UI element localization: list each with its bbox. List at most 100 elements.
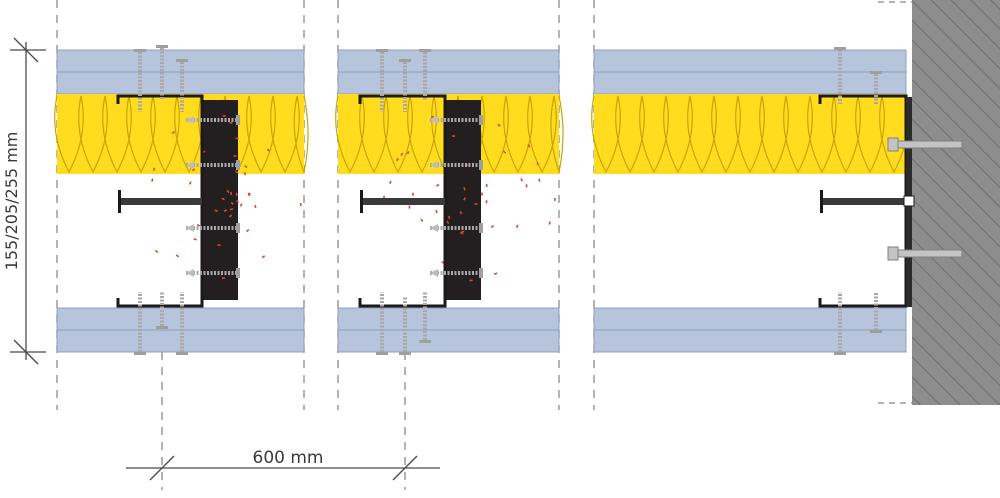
screw <box>134 292 146 355</box>
fleck <box>226 189 230 194</box>
fleck <box>459 231 464 235</box>
fleck <box>235 192 238 196</box>
fleck <box>436 183 440 187</box>
fleck <box>459 211 463 215</box>
fleck <box>481 192 483 196</box>
fleck <box>152 167 156 171</box>
cross-studs <box>118 97 915 307</box>
fleck <box>214 209 218 212</box>
screw <box>419 49 431 100</box>
fleck <box>223 209 228 212</box>
screw <box>186 115 240 125</box>
fleck <box>235 137 239 140</box>
screw <box>430 268 483 278</box>
fleck <box>502 150 507 154</box>
screw <box>870 71 882 104</box>
screw <box>430 115 483 125</box>
fleck <box>230 201 234 205</box>
fleck <box>229 121 233 124</box>
fleck <box>435 209 438 214</box>
drywall-screws <box>134 45 882 355</box>
fleck <box>548 221 551 225</box>
fleck <box>515 224 519 229</box>
thickness-label: 155/205/255 mm <box>2 132 21 271</box>
fleck <box>222 115 226 117</box>
fleck <box>412 192 415 196</box>
fleck <box>538 178 541 182</box>
fleck <box>235 199 240 204</box>
fleck <box>536 162 540 166</box>
fleck <box>254 204 257 209</box>
fleck <box>463 197 467 201</box>
fleck <box>395 157 399 162</box>
fleck <box>485 200 488 204</box>
dashed-guide-lines <box>56 0 595 490</box>
fleck <box>408 205 411 209</box>
thickness-dimension <box>10 37 46 365</box>
fleck <box>155 249 159 254</box>
fleck <box>229 208 234 211</box>
screw <box>376 292 388 355</box>
fleck <box>230 192 232 196</box>
spacing-dimension <box>126 455 440 481</box>
fleck <box>234 170 239 174</box>
screw <box>430 160 483 170</box>
screw <box>834 292 846 355</box>
fleck <box>175 254 180 258</box>
fleck <box>474 203 478 205</box>
fleck <box>245 228 250 233</box>
fleck <box>188 181 192 185</box>
fleck <box>420 218 424 223</box>
fleck <box>171 131 176 134</box>
fleck <box>228 214 233 218</box>
fleck <box>266 148 271 152</box>
screw <box>419 292 431 343</box>
fleck <box>221 197 225 201</box>
fleck <box>191 168 196 172</box>
fleck <box>452 135 456 137</box>
fleck <box>261 255 266 259</box>
screw <box>376 49 388 112</box>
fleck <box>239 203 243 207</box>
fleck <box>244 165 248 169</box>
screw <box>156 292 168 329</box>
fleck <box>400 152 404 157</box>
fleck <box>463 187 466 191</box>
fleck <box>469 279 473 282</box>
spacing-label: 600 mm <box>253 448 324 468</box>
fleck <box>497 123 501 127</box>
fleck <box>553 197 556 202</box>
fleck <box>525 184 528 188</box>
screw <box>134 49 146 112</box>
fleck <box>193 237 197 241</box>
screw <box>870 292 882 333</box>
fleck <box>493 272 498 276</box>
fleck <box>221 277 225 279</box>
screw <box>176 292 188 355</box>
screw <box>399 296 411 355</box>
masonry-wall <box>878 0 1000 405</box>
fleck <box>430 115 435 119</box>
fleck <box>196 223 201 227</box>
screw <box>430 223 483 233</box>
fleck <box>447 215 451 219</box>
fleck <box>490 224 495 229</box>
fleck <box>520 178 524 182</box>
wall-anchors <box>887 137 963 261</box>
screw <box>186 160 240 170</box>
fleck <box>243 172 247 176</box>
fleck <box>406 151 410 155</box>
fleck <box>233 155 237 157</box>
screw <box>186 268 240 278</box>
screw <box>176 59 188 112</box>
fleck <box>217 244 221 247</box>
screw <box>186 223 240 233</box>
fleck <box>527 144 531 148</box>
screw <box>834 47 846 104</box>
fleck <box>485 183 488 187</box>
screw <box>399 59 411 112</box>
screw <box>156 45 168 100</box>
fleck <box>151 178 154 182</box>
fleck <box>299 203 302 207</box>
